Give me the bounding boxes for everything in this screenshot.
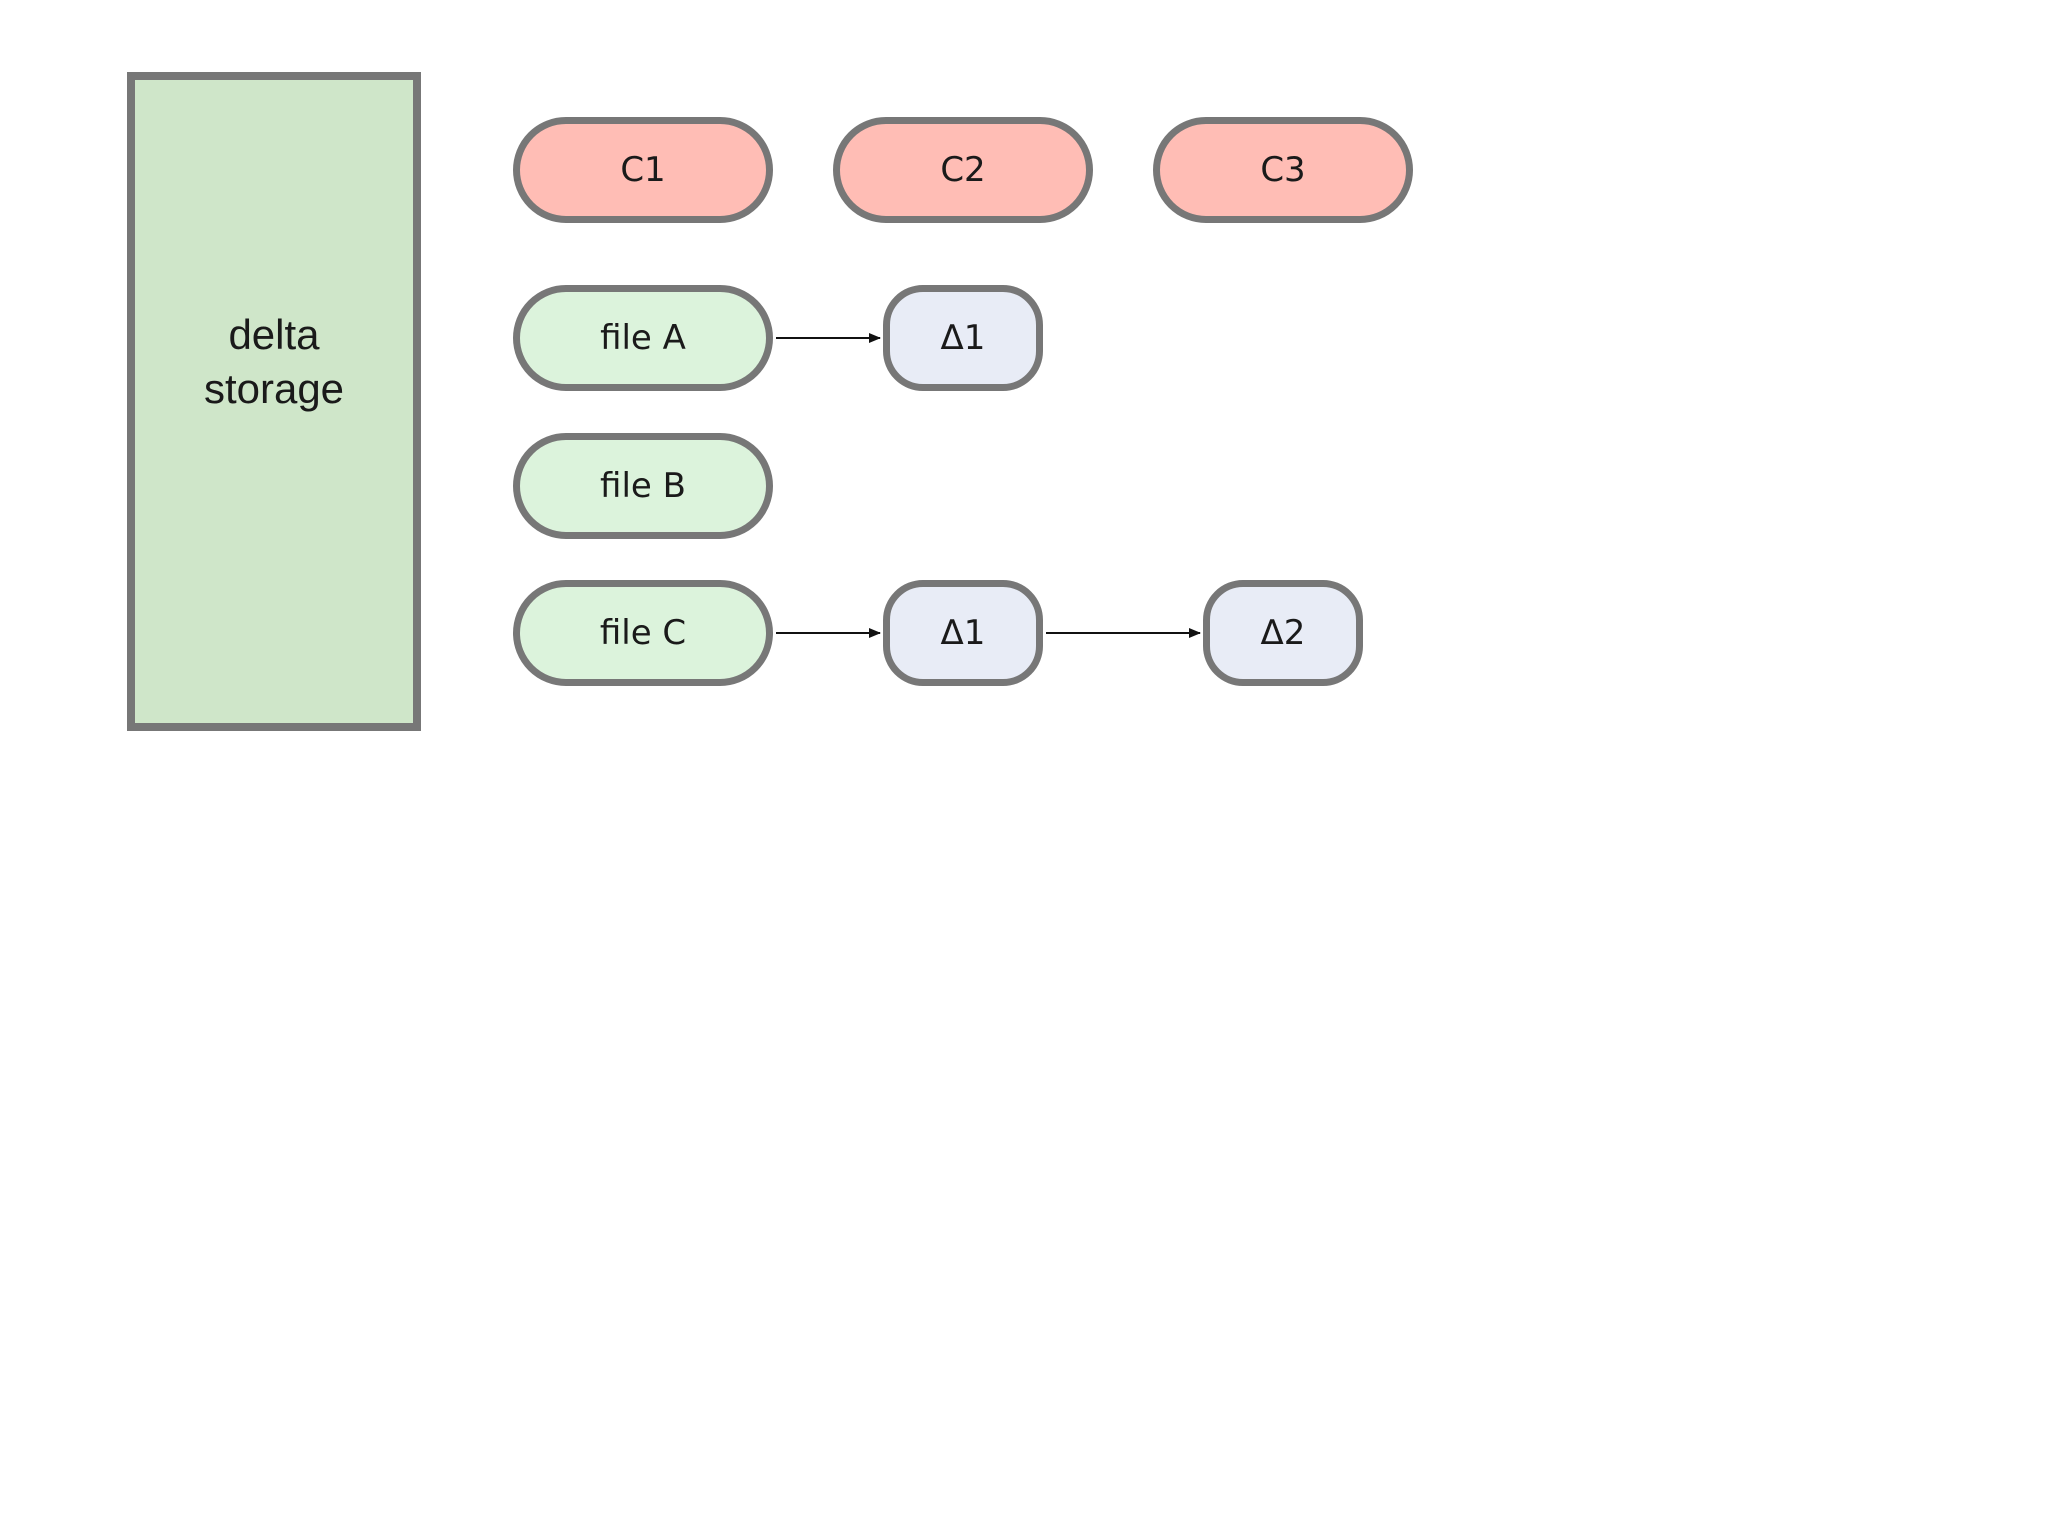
file-a-node: file A <box>513 285 773 391</box>
commit-c2: C2 <box>833 117 1093 223</box>
file-c-delta-1-node: Δ1 <box>883 580 1043 686</box>
commit-c3: C3 <box>1153 117 1413 223</box>
side-panel-label-line-1: delta <box>228 310 320 358</box>
file-c-delta-2-node: Δ2 <box>1203 580 1363 686</box>
side-panel-label-line-2: storage <box>203 364 345 412</box>
file-a-delta-1-node: Δ1 <box>883 285 1043 391</box>
file-b-node: file B <box>513 433 773 539</box>
commit-c1: C1 <box>513 117 773 223</box>
file-c-node: file C <box>513 580 773 686</box>
delta-storage-panel: delta storage <box>127 72 421 731</box>
